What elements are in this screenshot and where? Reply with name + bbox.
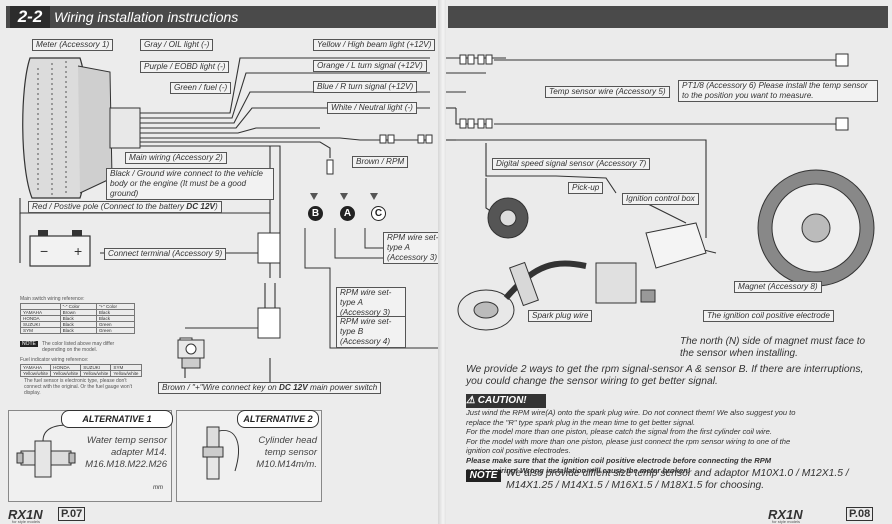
sprocket-disc <box>757 169 875 287</box>
label-white-neutral: White / Neutral light (-) <box>327 102 417 114</box>
caution-title: ⚠ CAUTION! <box>466 394 546 408</box>
label-north-side: The north (N) side of magnet must face t… <box>680 336 866 359</box>
label-purple-eobd: Purple / EOBD light (-) <box>140 61 230 73</box>
left-wiring-diagram: − + <box>19 57 440 389</box>
alternative-1-box: ALTERNATIVE 1 Water temp sensor adapter … <box>8 410 173 502</box>
pickup-gear <box>487 197 529 239</box>
label-magnet: Magnet (Accessory 8) <box>734 281 822 293</box>
header-bar <box>6 6 436 28</box>
left-page: 2-2 Wiring installation instructions <box>0 0 447 524</box>
svg-text:+: + <box>74 243 82 259</box>
note-label: NOTE <box>466 470 501 482</box>
svg-text:−: − <box>40 243 48 259</box>
circle-a: A <box>340 206 355 221</box>
right-connectors <box>459 53 849 131</box>
label-digital-speed: Digital speed signal sensor (Accessory 7… <box>492 158 651 170</box>
label-brown-key: Brown / "+"Wire connect key on DC 12V ma… <box>158 382 382 394</box>
alternative-2-title: ALTERNATIVE 2 <box>237 410 319 428</box>
wire-bundle <box>19 57 430 389</box>
connector-arrows <box>310 193 378 200</box>
ignition-control-box <box>645 222 707 269</box>
label-ignition-box: Ignition control box <box>622 193 699 205</box>
ignition-coil-drawing <box>457 260 656 331</box>
section-title: Wiring installation instructions <box>54 9 239 25</box>
fuel-table-title: Fuel indicator wiring reference: <box>20 357 89 363</box>
label-rpm-type-a-top: RPM wire set-type A (Accessory 3) <box>383 232 447 264</box>
circle-c: C <box>371 206 386 221</box>
main-switch-title: Main switch wiring reference: <box>20 296 85 302</box>
label-blue-r: Blue / R turn signal (+12V) <box>313 81 418 93</box>
section-number: 2-2 <box>10 6 50 28</box>
label-connect-terminal: Connect terminal (Accessory 9) <box>104 248 227 260</box>
brand-sub-left: for style models <box>12 519 41 524</box>
label-pt18: PT1/8 (Accessory 6) Please install the t… <box>678 80 878 102</box>
label-rpm-type-a: RPM wire set-type A (Accessory 3) <box>336 287 406 319</box>
label-main-wiring: Main wiring (Accessory 2) <box>125 152 227 164</box>
meter-drawing <box>22 57 141 199</box>
brand-logo-right: RX1N <box>768 507 803 522</box>
label-green-fuel: Green / fuel (-) <box>170 82 232 94</box>
note-text: We also provide diffent size temp sensor… <box>506 468 849 491</box>
right-wiring-diagram <box>446 53 875 331</box>
label-red-positive: Red / Postive pole (Connect to the batte… <box>28 201 222 213</box>
book-gutter <box>438 0 448 524</box>
main-switch-note-label: NOTE <box>20 341 38 347</box>
label-ignition-coil: The ignition coil positive electrode <box>703 310 834 322</box>
caution-text: Just wind the RPM wire(A) onto the spark… <box>466 408 796 475</box>
label-brown-rpm: Brown / RPM <box>352 156 409 168</box>
label-orange-l: Orange / L turn signal (+12V) <box>313 60 427 72</box>
label-pickup: Pick-up <box>568 182 604 194</box>
battery-drawing: − + <box>29 230 91 267</box>
brand-sub-right: for style models <box>772 519 801 524</box>
cylinder-head-sensor-drawing <box>202 426 239 480</box>
page-number-right: P.08 <box>846 507 874 521</box>
label-meter: Meter (Accessory 1) <box>32 39 114 51</box>
alternative-1-unit: mm <box>153 485 163 491</box>
right-wires <box>446 57 836 254</box>
key-switch-drawing <box>177 339 205 369</box>
alternative-2-box: ALTERNATIVE 2 Cylinder head temp sensor … <box>176 410 322 502</box>
label-temp-sensor-wire: Temp sensor wire (Accessory 5) <box>545 86 670 98</box>
alternative-1-text: Water temp sensor adapter M14. M16.M18.M… <box>85 435 167 470</box>
label-gray-oil: Gray / OIL light (-) <box>140 39 214 51</box>
circle-b: B <box>308 206 323 221</box>
brand-logo-left: RX1N <box>8 507 43 522</box>
main-switch-note: The color listed above may differ depend… <box>42 341 115 353</box>
label-spark-plug-wire: Spark plug wire <box>528 310 593 322</box>
label-black-ground: Black / Ground wire connect to the vehic… <box>106 168 274 200</box>
label-yellow-high: Yellow / High beam light (+12V) <box>313 39 436 51</box>
alternative-1-title: ALTERNATIVE 1 <box>61 410 173 428</box>
label-rpm-type-b: RPM wire set-type B (Accessory 4) <box>336 316 406 348</box>
water-temp-sensor-drawing <box>16 424 76 478</box>
we-provide-text: We provide 2 ways to get the rpm signal-… <box>466 364 864 387</box>
alternative-2-text: Cylinder head temp sensor M10.M14m/m. <box>256 435 317 470</box>
header-bar-right <box>448 6 888 28</box>
page-number-left: P.07 <box>58 507 86 521</box>
fuel-table-note: The fuel sensor is electronic type, plea… <box>24 378 132 396</box>
